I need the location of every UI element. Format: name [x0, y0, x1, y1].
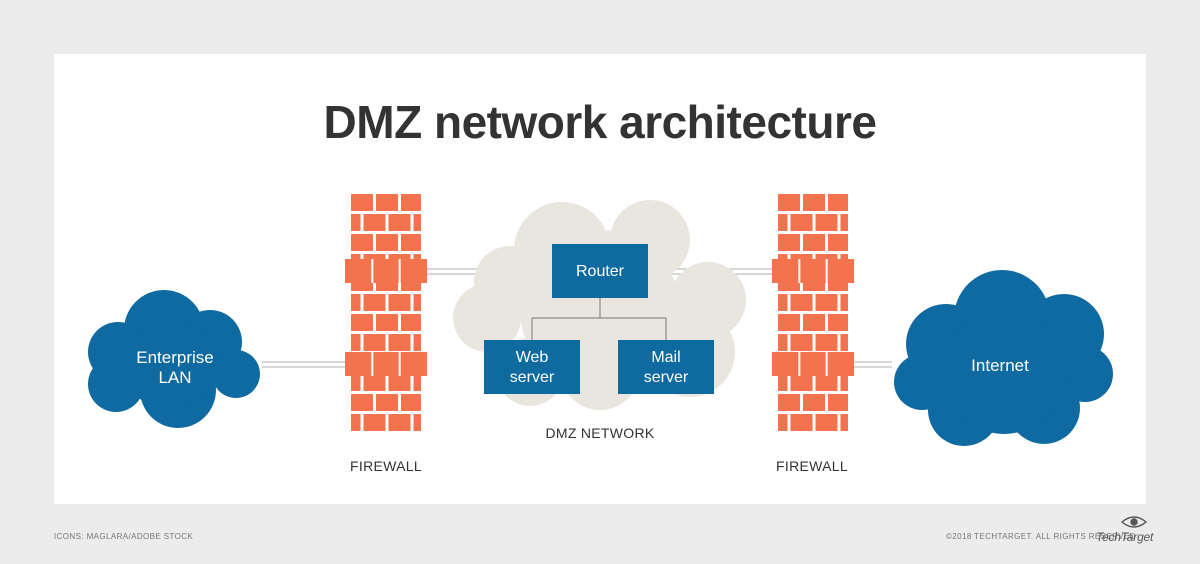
- brick: [803, 394, 825, 411]
- brick: [778, 394, 800, 411]
- brick: [815, 374, 838, 391]
- right-firewall-icon: [772, 194, 854, 431]
- brick: [778, 314, 800, 331]
- icon-credit: ICONS: MAGLARA/ADOBE STOCK: [54, 532, 194, 541]
- brick: [778, 334, 788, 351]
- copyright-notice: ©2018 TECHTARGET. ALL RIGHTS RESERVED: [946, 532, 1136, 541]
- firewall-band: [345, 259, 427, 283]
- brick: [401, 234, 421, 251]
- brick: [840, 374, 848, 391]
- brick: [351, 314, 373, 331]
- brick: [840, 334, 848, 351]
- mail-server-label: Mail server: [643, 349, 689, 386]
- dmz-network-caption: DMZ NETWORK: [545, 425, 655, 441]
- brick: [840, 414, 848, 431]
- brick: [815, 334, 838, 351]
- brick: [401, 194, 421, 211]
- brick: [376, 194, 398, 211]
- brick: [413, 374, 421, 391]
- brick: [351, 414, 361, 431]
- brick: [790, 374, 813, 391]
- brick: [778, 214, 788, 231]
- brick: [803, 314, 825, 331]
- techtarget-brand: TechTarget: [1096, 530, 1154, 544]
- web-server-box: [484, 340, 580, 394]
- brick: [790, 294, 813, 311]
- brick: [840, 214, 848, 231]
- brick: [376, 394, 398, 411]
- brick: [778, 374, 788, 391]
- brick: [363, 334, 386, 351]
- brick: [413, 214, 421, 231]
- brick: [376, 234, 398, 251]
- diagram-title: DMZ network architecture: [323, 96, 877, 148]
- brick: [815, 414, 838, 431]
- router-box: [552, 244, 648, 298]
- brick: [413, 294, 421, 311]
- brick: [351, 334, 361, 351]
- brick: [388, 414, 411, 431]
- brick: [778, 194, 800, 211]
- brick: [363, 214, 386, 231]
- enterprise-lan-label: Enterprise LAN: [136, 348, 214, 387]
- brick: [351, 394, 373, 411]
- brick: [376, 314, 398, 331]
- brick: [778, 294, 788, 311]
- brick: [388, 294, 411, 311]
- brick: [351, 294, 361, 311]
- left-firewall-icon: [345, 194, 427, 431]
- brick: [828, 234, 848, 251]
- brick: [363, 374, 386, 391]
- brick: [388, 334, 411, 351]
- server-tree-lines: [531, 298, 667, 340]
- firewall-band: [345, 352, 427, 376]
- firewall-band: [772, 352, 854, 376]
- firewall-left-caption: FIREWALL: [350, 458, 422, 474]
- brick: [790, 414, 813, 431]
- internet-cloud-icon: [894, 270, 1113, 446]
- brick: [803, 194, 825, 211]
- brick: [778, 414, 788, 431]
- brick: [803, 234, 825, 251]
- brick: [351, 214, 361, 231]
- brick: [790, 214, 813, 231]
- brick: [815, 214, 838, 231]
- enterprise-lan-cloud-icon: [88, 290, 260, 428]
- router-label: Router: [575, 263, 625, 280]
- brick: [388, 214, 411, 231]
- internet-label: Internet: [971, 356, 1029, 375]
- brick: [351, 234, 373, 251]
- brick: [351, 194, 373, 211]
- brick: [401, 394, 421, 411]
- brick: [828, 194, 848, 211]
- web-server-label: Web server: [509, 349, 555, 386]
- brick: [413, 334, 421, 351]
- mail-server-box: [618, 340, 714, 394]
- brick: [363, 294, 386, 311]
- brick: [401, 314, 421, 331]
- brick: [778, 234, 800, 251]
- brick: [413, 414, 421, 431]
- brick: [388, 374, 411, 391]
- brick: [828, 314, 848, 331]
- brick: [363, 414, 386, 431]
- firewall-right-caption: FIREWALL: [776, 458, 848, 474]
- eye-logo-icon: [1120, 516, 1148, 528]
- brick: [840, 294, 848, 311]
- brick: [351, 374, 361, 391]
- firewall-band: [772, 259, 854, 283]
- brick: [828, 394, 848, 411]
- brick: [790, 334, 813, 351]
- brick: [815, 294, 838, 311]
